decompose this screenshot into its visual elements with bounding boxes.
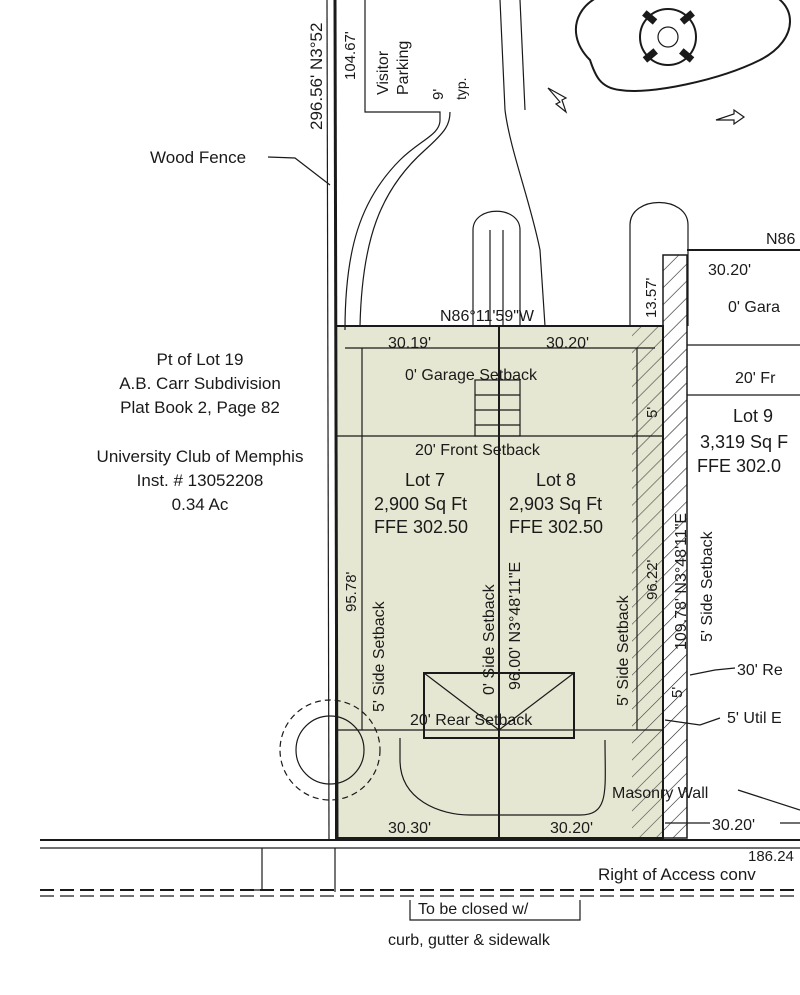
lot-9-garage-setback: 0' Gara [728, 299, 780, 316]
setback-hatch-strip [632, 326, 663, 838]
wood-fence-leader [267, 156, 331, 186]
lot-7-name: Lot 7 [405, 470, 445, 490]
lot-9-dim-30-20: 30.20' [708, 262, 751, 279]
rear-setback-label: 20' Rear Setback [410, 712, 533, 729]
front-setback-label: 20' Front Setback [415, 442, 541, 459]
drive-aisle-line [499, 0, 546, 327]
side-setback-right: 5' Side Setback [615, 594, 632, 706]
parking-label: Parking [395, 41, 412, 95]
lot-8-ffe: FFE 302.50 [509, 517, 603, 537]
dim-95-78: 95.78' [343, 571, 360, 612]
dim-30-20-right: 30.20' [712, 817, 755, 834]
right-bearing: 109.78' N3°48'11"E [673, 513, 690, 650]
to-be-closed-label: To be closed w/ [418, 901, 529, 918]
wood-fence-label: Wood Fence [150, 148, 246, 167]
univ-club-line-1: University Club of Memphis [97, 447, 304, 466]
dim-9: 9' [430, 89, 447, 100]
lot-9-top-bearing: N86 [766, 231, 795, 248]
lot-9-name: Lot 9 [733, 406, 773, 426]
masonry-wall-hatch [662, 254, 688, 839]
pt-lot-line-1: Pt of Lot 19 [157, 350, 244, 369]
dim-5-lower: 5' [669, 687, 686, 698]
right-of-access-label: Right of Access conv [598, 865, 756, 884]
roundabout-island [574, 0, 791, 92]
front-unit-stair [474, 379, 521, 437]
dim-13-57: 13.57' [643, 277, 660, 318]
curb-cut [242, 848, 336, 892]
roundabout-marks [642, 10, 695, 63]
lot-9-front-setback: 20' Fr [735, 370, 776, 387]
util-leader [664, 717, 721, 726]
roundabout-inner [657, 26, 679, 48]
masonry-wall-label: Masonry Wall [612, 785, 708, 802]
side-setback-zero: 0' Side Setback [481, 583, 498, 695]
side-setback-lot-9: 5' Side Setback [699, 530, 716, 642]
dim-30-20-bottom: 30.20' [550, 820, 593, 837]
lot-9-area: 3,319 Sq F [700, 432, 788, 452]
dim-5-upper: 5' [644, 407, 661, 418]
lot-9-entry-curve [629, 202, 689, 326]
traffic-arrow-icon-2 [715, 108, 746, 126]
dim-104-67: 104.67' [342, 31, 359, 80]
typ-label: typ. [453, 77, 469, 100]
rear-building-diag-2 [498, 672, 575, 731]
univ-club-line-3: 0.34 Ac [172, 495, 229, 514]
dim-30-30: 30.30' [388, 820, 431, 837]
unit-entry-stub [472, 210, 521, 326]
side-setback-left: 5' Side Setback [371, 600, 388, 712]
rear-building-outline [423, 672, 575, 739]
rear-setback-leader [689, 667, 736, 676]
rear-30-label: 30' Re [737, 662, 783, 679]
garage-setback-label: 0' Garage Setback [405, 367, 538, 384]
masonry-leader [737, 789, 800, 811]
lot-7-area: 2,900 Sq Ft [374, 494, 467, 514]
univ-club-line-2: Inst. # 13052208 [137, 471, 264, 490]
lot-9-ffe: FFE 302.0 [697, 456, 781, 476]
center-bearing: 96.00' N3°48'11"E [507, 562, 524, 690]
visitor-label: Visitor [375, 50, 392, 95]
util-easement-label: 5' Util E [727, 710, 782, 727]
tree-icon [279, 699, 381, 801]
dim-96-22: 96.22' [644, 559, 661, 600]
rear-patio-outline [399, 738, 606, 816]
west-fence-line [326, 0, 330, 841]
lot-8-name: Lot 8 [536, 470, 576, 490]
drive-aisle-line-2 [519, 0, 526, 111]
dim-30-19: 30.19' [388, 335, 431, 352]
closure-extent [409, 900, 581, 921]
top-bearing: N86°11'59"W [440, 308, 535, 325]
driveway-curve-left [344, 0, 441, 331]
dim-30-20-top: 30.20' [546, 335, 589, 352]
north-bearing-dim: 296.56' N3°52 [307, 23, 326, 130]
lot-7-ffe: FFE 302.50 [374, 517, 468, 537]
pt-lot-line-2: A.B. Carr Subdivision [119, 374, 281, 393]
pt-lot-line-3: Plat Book 2, Page 82 [120, 398, 280, 417]
roundabout-center [639, 8, 697, 66]
lot-8-area: 2,903 Sq Ft [509, 494, 602, 514]
rear-building-diag-1 [423, 672, 500, 731]
dim-186-24: 186.24 [748, 848, 794, 865]
traffic-arrow-icon [547, 87, 568, 114]
curb-gutter-label: curb, gutter & sidewalk [388, 932, 551, 949]
driveway-curve-inner [359, 111, 451, 327]
